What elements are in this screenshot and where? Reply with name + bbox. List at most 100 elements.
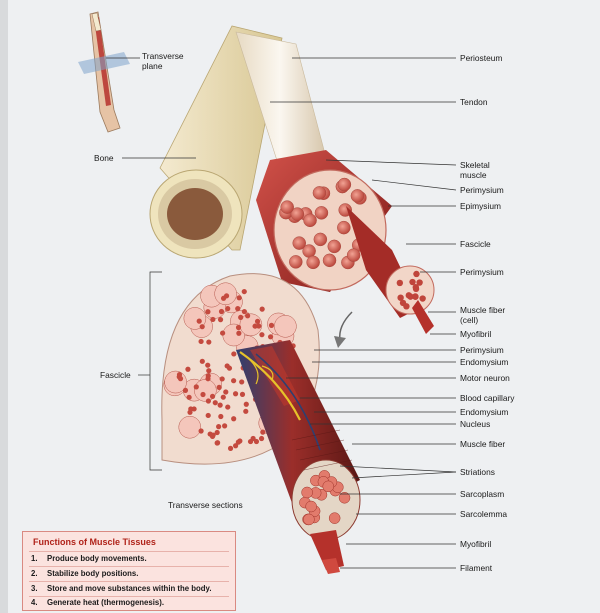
label-striations: Striations — [460, 467, 495, 477]
label-periosteum: Periosteum — [460, 53, 503, 63]
fiber-dot — [231, 378, 237, 384]
muscle-fiber-dot — [396, 279, 404, 287]
fiber-dot — [193, 384, 199, 390]
fiber-dot — [227, 445, 234, 451]
fiber-dot — [233, 443, 239, 449]
functions-divider — [29, 551, 229, 552]
fiber-dot — [222, 423, 228, 429]
fiber-dot — [199, 324, 205, 330]
myofibril-end — [305, 500, 317, 513]
fiber-dot — [205, 412, 211, 419]
label-transverse-plane: Transverse plane — [142, 51, 184, 71]
bone — [149, 25, 283, 259]
myofibril-end — [322, 480, 335, 493]
fiber-dot — [225, 306, 231, 312]
label-muscle-fiber-cell: Muscle fiber (cell) — [460, 305, 506, 325]
arm-thumbnail — [78, 11, 130, 133]
fiber-dot — [216, 424, 222, 430]
fiber-dot — [223, 389, 229, 395]
fiber-dot — [238, 314, 244, 320]
fiber-dot — [239, 379, 245, 385]
muscle-fiber-dot — [412, 285, 420, 293]
fascicle-bundle — [346, 248, 361, 262]
fiber-dot — [241, 288, 247, 295]
fiber-dot — [241, 308, 247, 315]
function-item-2: 2.Stabilize body positions. — [31, 569, 139, 578]
fascicle-group — [274, 315, 297, 338]
leader-lines — [106, 57, 457, 569]
label-sarcoplasm: Sarcoplasm — [460, 489, 505, 499]
fiber-dot — [256, 323, 262, 329]
function-item-3: 3.Store and move substances within the b… — [31, 584, 212, 593]
functions-box: Functions of Muscle Tissues 1.Produce bo… — [22, 531, 236, 611]
fiber-dot — [259, 306, 265, 312]
transverse-plane-sheet — [78, 52, 130, 74]
function-item-4: 4.Generate heat (thermogenesis). — [31, 598, 164, 607]
fiber-dot — [216, 384, 222, 391]
filament-end — [322, 558, 340, 574]
fiber-dot — [200, 391, 206, 398]
label-endomysium-2: Endomysium — [460, 407, 509, 417]
fiber-dot — [205, 362, 211, 368]
fiber-dot — [253, 438, 260, 445]
label-blood-capillary: Blood capillary — [460, 393, 515, 403]
function-item-1: 1.Produce body movements. — [31, 554, 147, 563]
fiber-dot — [205, 373, 211, 379]
fiber-dot — [185, 366, 191, 372]
fiber-dot — [198, 428, 204, 434]
fiber-dot — [182, 387, 189, 393]
label-myofibril-1: Myofibril — [460, 329, 492, 339]
myofibril-end — [303, 513, 315, 526]
fiber-dot — [247, 438, 254, 445]
muscle-fiber-dot — [399, 299, 407, 307]
fiber-dot — [267, 334, 274, 340]
muscle-fiber-column — [236, 340, 361, 574]
muscle-fiber-dot — [413, 270, 420, 278]
fiber-dot — [220, 394, 226, 400]
fiber-dot — [196, 318, 202, 324]
fascicle-bundle — [289, 255, 303, 269]
fiber-dot — [254, 318, 261, 324]
fiber-dot — [220, 330, 226, 336]
fiber-dot — [218, 413, 224, 420]
fascicle-bundle — [322, 253, 337, 268]
muscle-fiber-dot — [416, 279, 423, 286]
fiber-dot — [217, 317, 224, 323]
fiber-dot — [231, 416, 237, 422]
fiber-dot — [219, 376, 225, 382]
fiber-dot — [243, 408, 249, 414]
label-perimysium-2: Perimysium — [460, 267, 504, 277]
functions-divider — [29, 596, 229, 597]
fiber-dot — [235, 306, 241, 312]
fascicle-bundle — [303, 213, 317, 228]
fascicle-group — [178, 415, 202, 439]
muscle-fiber-dot — [397, 294, 404, 301]
fiber-dot — [217, 402, 223, 408]
fiber-dot — [237, 438, 243, 444]
fascicle-bundle — [306, 255, 320, 270]
zoom-arrowhead — [334, 336, 346, 348]
fascicle-bundle — [290, 207, 305, 221]
skeletal-muscle — [256, 150, 392, 292]
fascicle-bundle — [292, 236, 306, 250]
label-endomysium-1: Endomysium — [460, 357, 509, 367]
fascicle-bundle — [313, 232, 328, 247]
fiber-dot — [198, 338, 204, 345]
label-skeletal-muscle: Skeletal muscle — [460, 160, 490, 180]
fascicle-bundle — [337, 177, 352, 192]
fiber-dot — [239, 391, 246, 397]
fascicle-extracted — [346, 206, 435, 334]
label-filament: Filament — [460, 563, 493, 573]
fiber-dot — [214, 429, 220, 436]
functions-title: Functions of Muscle Tissues — [33, 537, 156, 547]
fiber-dot — [245, 313, 251, 319]
fiber-dot — [243, 401, 249, 407]
label-sarcolemma: Sarcolemma — [460, 509, 508, 519]
fiber-dot — [236, 330, 242, 336]
fiber-dot — [206, 368, 212, 374]
zoom-arrow — [339, 311, 353, 341]
functions-divider — [29, 581, 229, 582]
fiber-dot — [209, 393, 216, 399]
fiber-dot — [260, 429, 266, 435]
